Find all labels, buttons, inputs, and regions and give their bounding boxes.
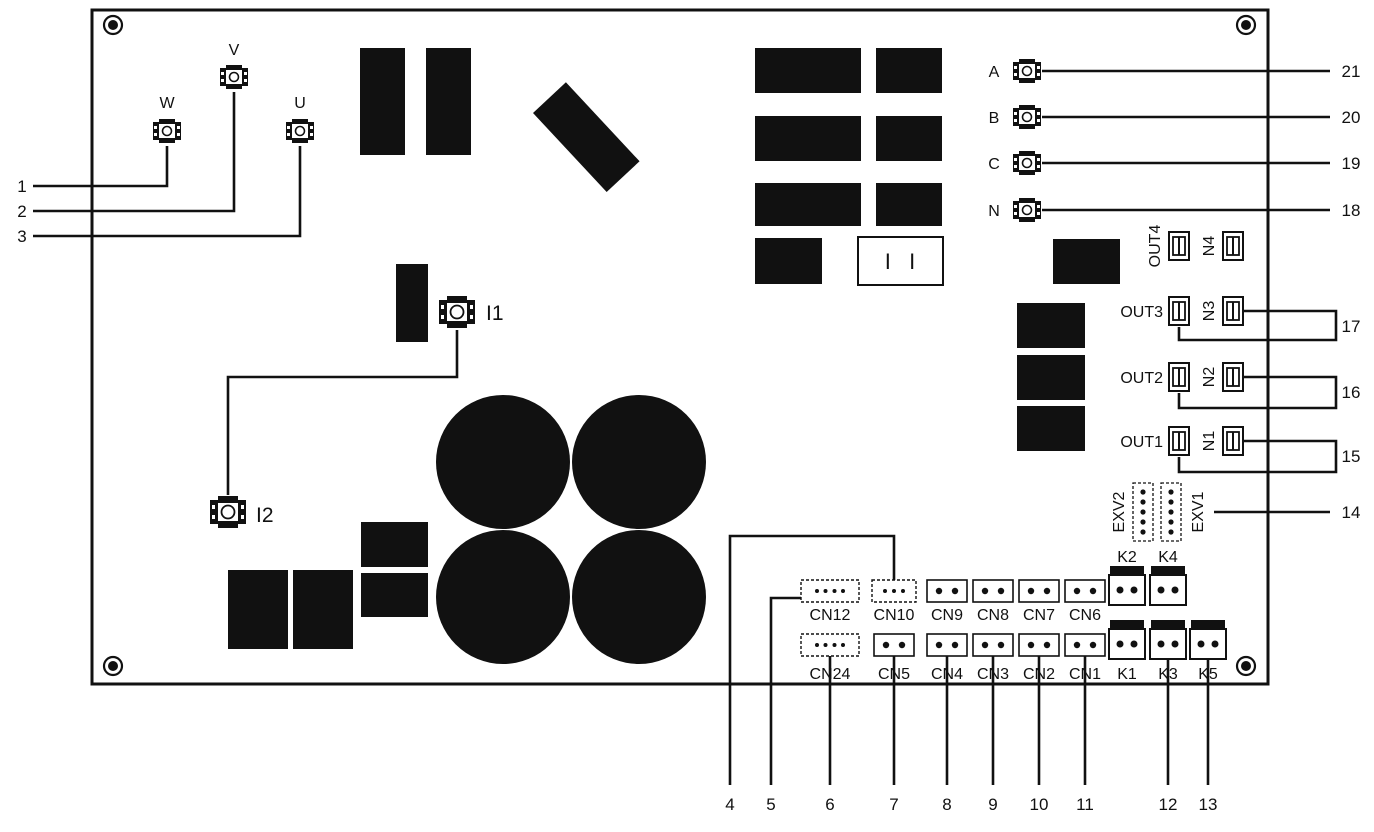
label-cn9: CN9 xyxy=(931,607,963,624)
terminal-i2-icon xyxy=(209,495,247,529)
callout-14: 14 xyxy=(1342,503,1361,522)
terminal-c-icon xyxy=(1012,150,1042,176)
terminal-n3-icon xyxy=(1222,296,1244,326)
connector-exv1-icon xyxy=(1160,482,1182,542)
callout-19: 19 xyxy=(1342,154,1361,173)
label-cn7: CN7 xyxy=(1023,607,1055,624)
connector-cn12-icon xyxy=(800,579,860,603)
label-n1: N1 xyxy=(1201,431,1218,452)
callout-15: 15 xyxy=(1342,447,1361,466)
callout-2: 2 xyxy=(17,202,26,221)
label-c: C xyxy=(988,156,1000,173)
connector-cn6-icon xyxy=(1064,579,1106,603)
callout-17: 17 xyxy=(1342,317,1361,336)
leader-lines xyxy=(33,69,1338,785)
connector-cn3-icon xyxy=(972,633,1014,657)
relay-k5-icon xyxy=(1189,619,1227,660)
connector-cn7-icon xyxy=(1018,579,1060,603)
callout-4: 4 xyxy=(725,795,734,814)
terminal-u-icon xyxy=(285,118,315,144)
connector-cn4-icon xyxy=(926,633,968,657)
callout-6: 6 xyxy=(825,795,834,814)
callout-16: 16 xyxy=(1342,383,1361,402)
screw-bottom-left xyxy=(102,655,124,677)
screw-bottom-right xyxy=(1235,655,1257,677)
callout-18: 18 xyxy=(1342,201,1361,220)
label-a: A xyxy=(989,64,1000,81)
jumper-symbol: I I xyxy=(885,249,916,274)
label-cn6: CN6 xyxy=(1069,607,1101,624)
callout-numbers: 1 2 3 4 5 6 7 8 9 10 11 12 13 14 15 16 1… xyxy=(17,62,1360,814)
callout-20: 20 xyxy=(1342,108,1361,127)
terminal-n-icon xyxy=(1012,197,1042,223)
callout-11: 11 xyxy=(1076,795,1094,814)
callout-5: 5 xyxy=(766,795,775,814)
callout-12: 12 xyxy=(1159,795,1178,814)
connector-cn5-icon xyxy=(873,633,915,657)
terminal-n2-icon xyxy=(1222,362,1244,392)
callout-7: 7 xyxy=(889,795,898,814)
label-cn8: CN8 xyxy=(977,607,1009,624)
connector-cn2-icon xyxy=(1018,633,1060,657)
terminal-out4-icon xyxy=(1168,231,1190,261)
terminal-out2-icon xyxy=(1168,362,1190,392)
terminal-b-icon xyxy=(1012,104,1042,130)
label-i2: I2 xyxy=(256,504,274,527)
jumper-block: I I xyxy=(857,236,944,286)
connector-exv2-icon xyxy=(1132,482,1154,542)
label-n2: N2 xyxy=(1201,367,1218,388)
label-n4: N4 xyxy=(1201,236,1218,257)
label-exv2: EXV2 xyxy=(1111,491,1128,532)
terminal-out3-icon xyxy=(1168,296,1190,326)
callout-21: 21 xyxy=(1342,62,1361,81)
label-k2: K2 xyxy=(1117,549,1137,566)
label-cn12: CN12 xyxy=(810,607,851,624)
terminal-out1-icon xyxy=(1168,426,1190,456)
label-out2: OUT2 xyxy=(1120,370,1163,387)
connector-cn8-icon xyxy=(972,579,1014,603)
label-k4: K4 xyxy=(1158,549,1178,566)
relay-k4-icon xyxy=(1149,565,1187,606)
connector-cn24-icon xyxy=(800,633,860,657)
relay-k2-icon xyxy=(1108,565,1146,606)
label-w: W xyxy=(159,95,175,112)
label-k1: K1 xyxy=(1117,666,1137,683)
power-components xyxy=(228,48,1120,649)
screw-top-right xyxy=(1235,14,1257,36)
label-n: N xyxy=(988,203,1000,220)
label-exv1: EXV1 xyxy=(1190,491,1207,532)
connector-cn9-icon xyxy=(926,579,968,603)
terminal-v-icon xyxy=(219,64,249,90)
callout-8: 8 xyxy=(942,795,951,814)
label-out4: OUT4 xyxy=(1147,225,1164,268)
label-n3: N3 xyxy=(1201,301,1218,322)
relay-k3-icon xyxy=(1149,619,1187,660)
connector-cn1-icon xyxy=(1064,633,1106,657)
label-out1: OUT1 xyxy=(1120,434,1163,451)
label-v: V xyxy=(229,42,240,59)
terminal-n4-icon xyxy=(1222,231,1244,261)
label-u: U xyxy=(294,95,306,112)
callout-1: 1 xyxy=(17,177,26,196)
callout-9: 9 xyxy=(988,795,997,814)
screw-top-left xyxy=(102,14,124,36)
connector-cn10-icon xyxy=(871,579,917,603)
terminal-a-icon xyxy=(1012,58,1042,84)
callout-10: 10 xyxy=(1030,795,1049,814)
terminal-n1-icon xyxy=(1222,426,1244,456)
label-out3: OUT3 xyxy=(1120,304,1163,321)
callout-3: 3 xyxy=(17,227,26,246)
terminal-i1-icon xyxy=(438,295,476,329)
label-i1: I1 xyxy=(486,302,504,325)
label-b: B xyxy=(989,110,1000,127)
terminal-w-icon xyxy=(152,118,182,144)
relay-k1-icon xyxy=(1108,619,1146,660)
capacitors xyxy=(436,395,706,664)
callout-13: 13 xyxy=(1199,795,1218,814)
label-cn10: CN10 xyxy=(874,607,915,624)
